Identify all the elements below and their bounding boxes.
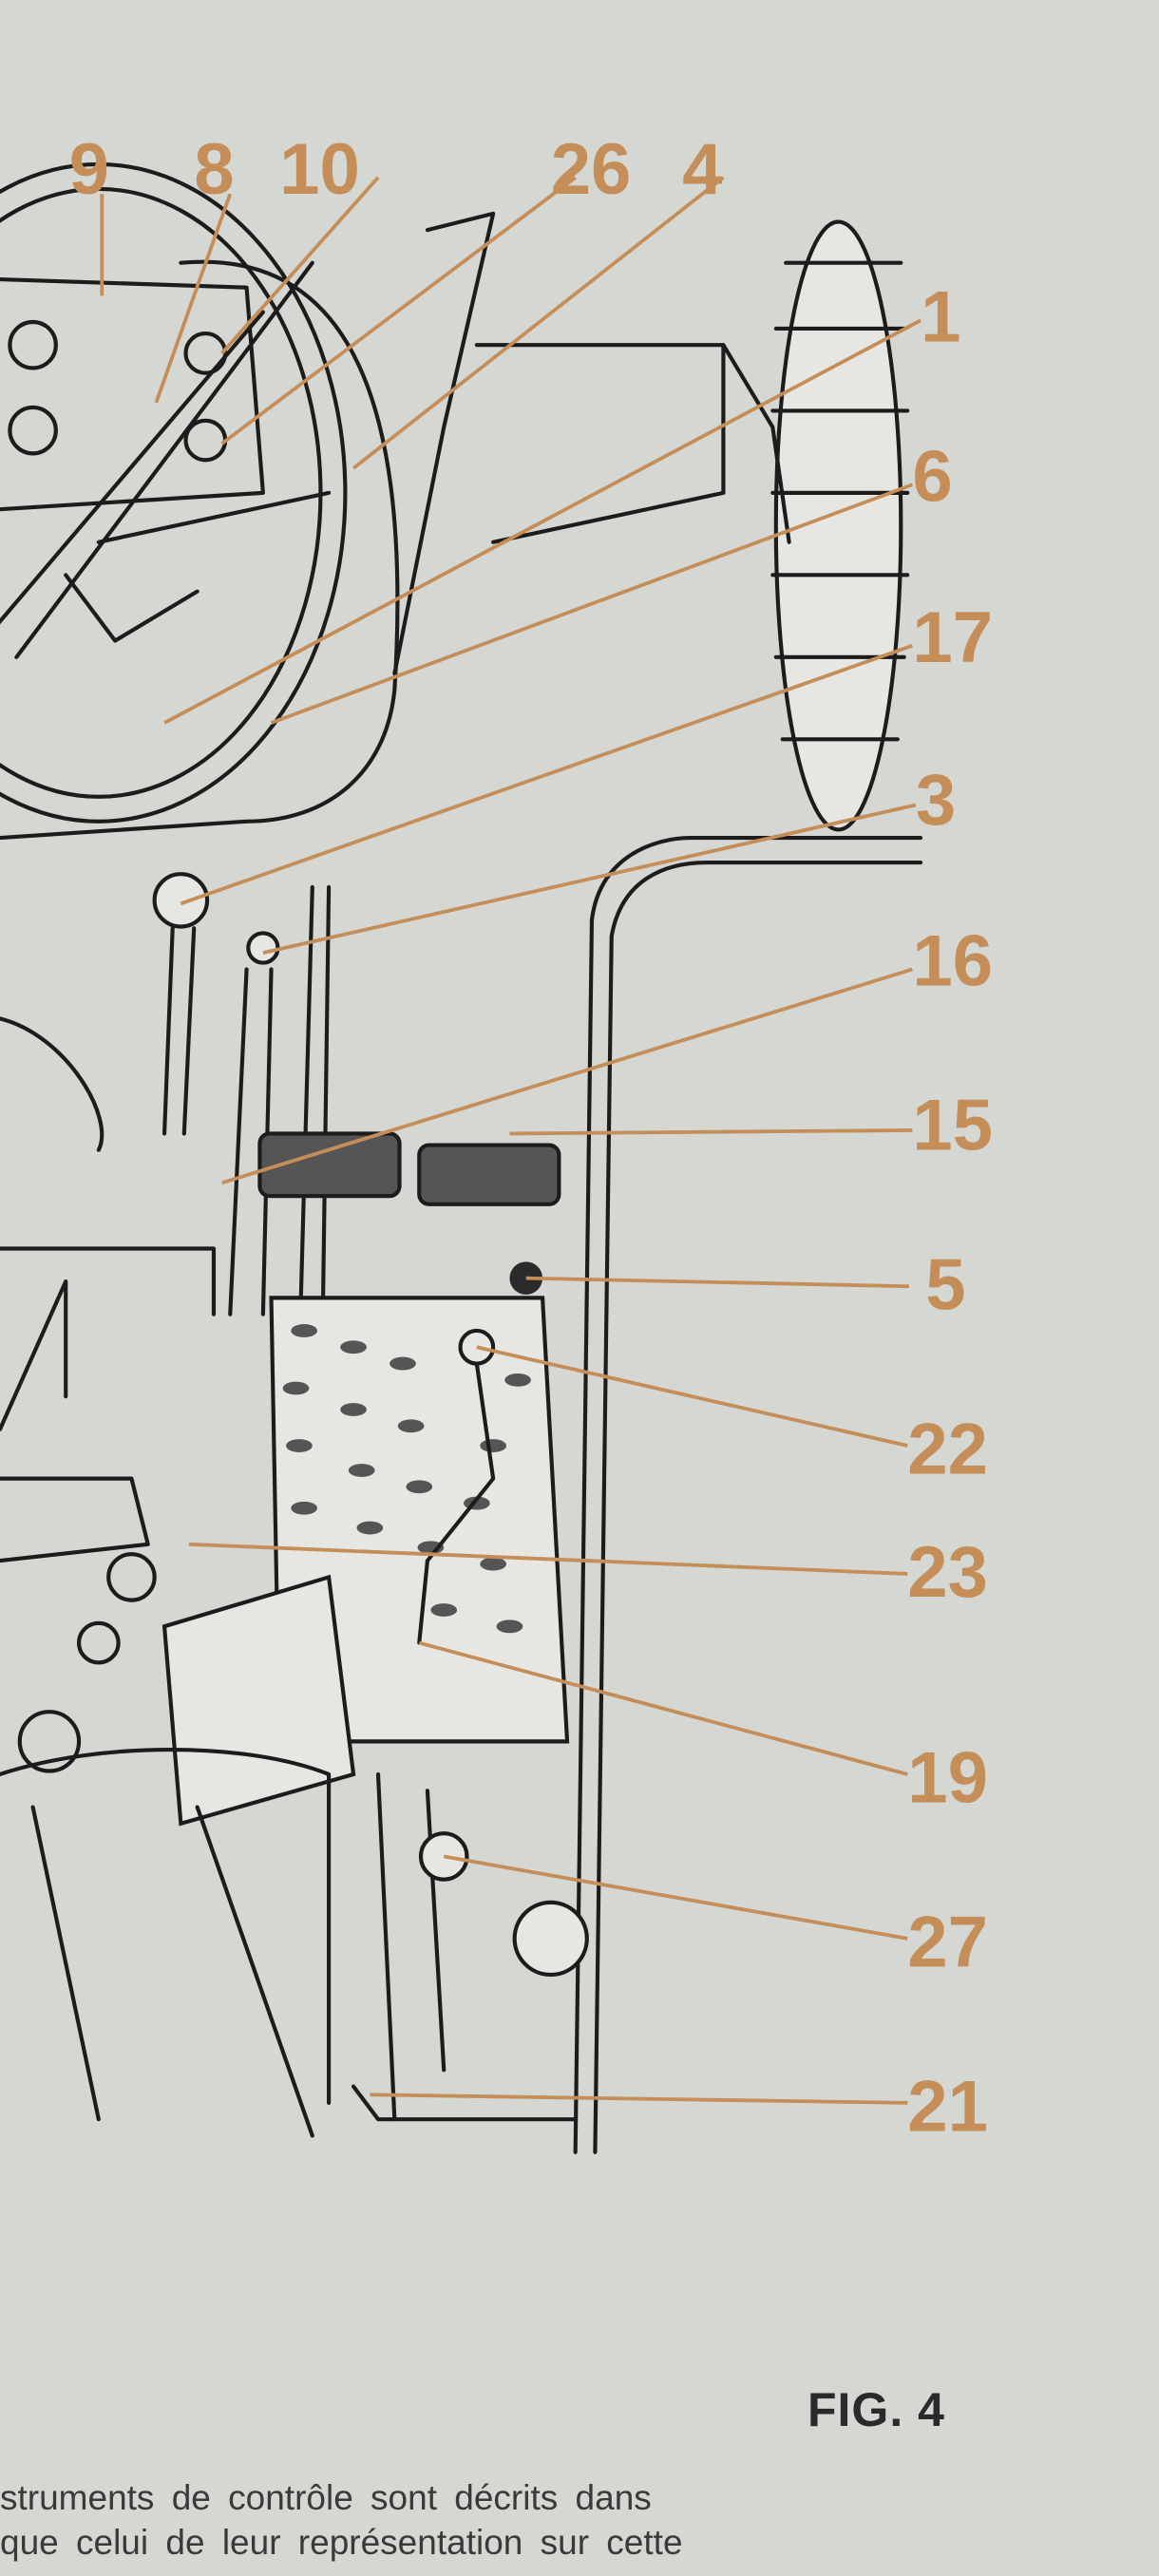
callout-label: 22 [907, 1409, 988, 1489]
leader-line [188, 1542, 908, 1576]
leader-line [443, 1854, 908, 1941]
leader-line [221, 967, 913, 1185]
tractor-drawing [0, 161, 923, 2154]
steering-wheel [0, 161, 348, 824]
callout-label: 8 [194, 129, 234, 210]
leader-line [509, 1128, 913, 1136]
leader-line [163, 318, 922, 725]
callout-label: 5 [925, 1245, 965, 1326]
brake-pedal [417, 1143, 561, 1206]
figure-title: FIG. 4 [808, 2383, 945, 2436]
callout-label: 10 [279, 129, 360, 210]
callout-label: 23 [907, 1532, 988, 1613]
leader-line [262, 803, 917, 956]
brake-pedal [257, 1131, 402, 1199]
body-text-line: struments de contrôle sont décrits dans [0, 2478, 652, 2517]
leader-line [525, 1276, 910, 1289]
front-tire [773, 219, 903, 832]
callout-label: 9 [69, 129, 109, 210]
callout-label: 27 [907, 1902, 988, 1982]
callout-label: 4 [682, 129, 722, 210]
leader-line [476, 1345, 908, 1448]
leader-line [370, 2093, 908, 2105]
gauge-icon [183, 331, 228, 375]
callout-label: 6 [912, 437, 952, 518]
leader-line [180, 643, 914, 906]
callout-label: 16 [912, 921, 993, 1002]
callout-label: 1 [921, 277, 960, 358]
leader-line [352, 176, 725, 470]
callout-label: 26 [551, 129, 632, 210]
leader-line [418, 1640, 908, 1776]
callout-label: 15 [912, 1086, 993, 1166]
leader-line [220, 176, 380, 355]
callout-label: 19 [907, 1737, 988, 1818]
callout-label: 3 [916, 760, 956, 841]
body-text-line: que celui de leur représentation sur cet… [0, 2523, 683, 2562]
callout-label: 17 [912, 597, 993, 678]
callout-label: 21 [907, 2066, 988, 2147]
leader-line [154, 193, 233, 404]
leader-line [220, 176, 577, 445]
leader-line [270, 483, 914, 725]
